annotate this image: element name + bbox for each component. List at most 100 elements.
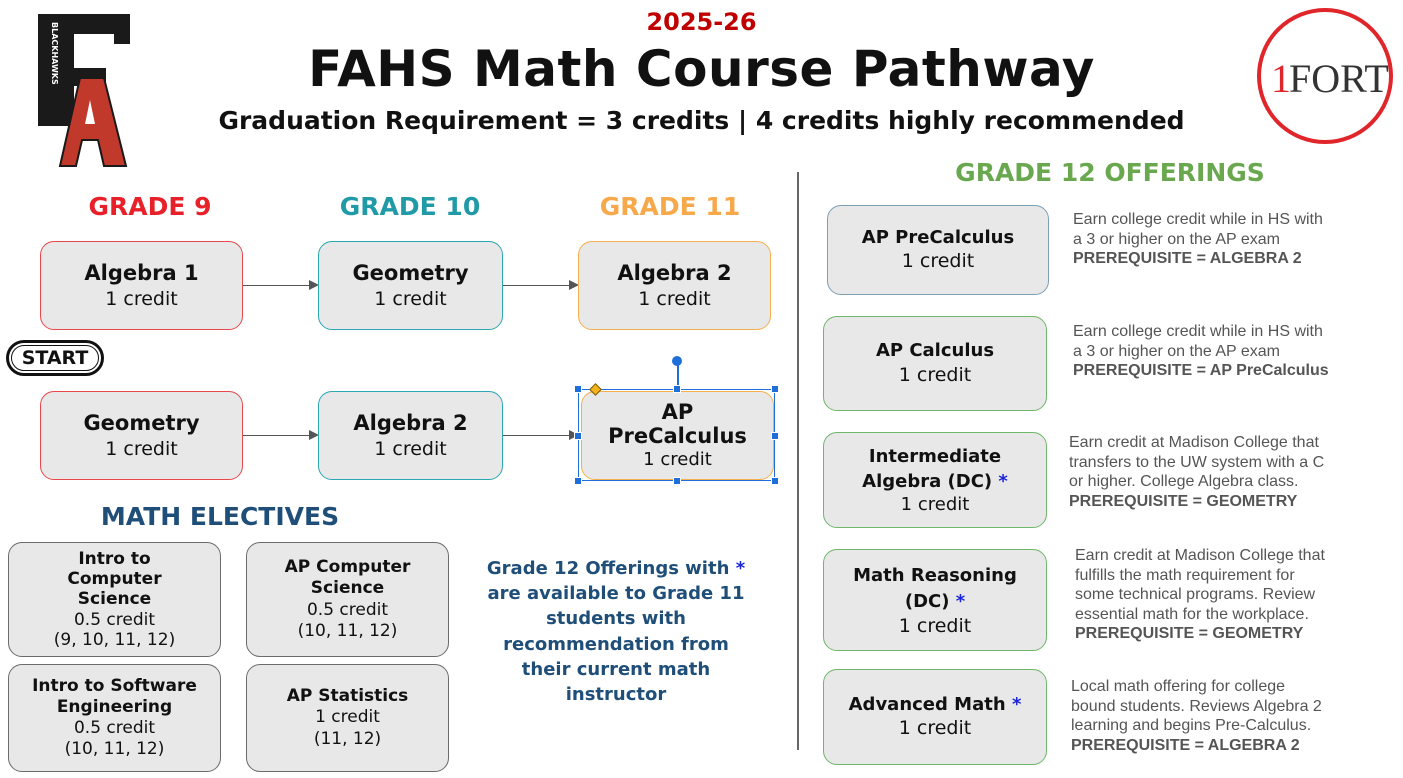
selection-frame bbox=[578, 389, 775, 481]
grade12-ap-precalculus: AP PreCalculus 1 credit bbox=[827, 205, 1049, 295]
grade12-ap-precalculus-description: Earn college credit while in HS with a 3… bbox=[1073, 210, 1398, 269]
course-name: PreCalculus bbox=[608, 423, 747, 448]
grade12-advanced-math-description: Local math offering for college bound st… bbox=[1071, 677, 1396, 755]
desc-line: fulfills the math requirement for bbox=[1075, 566, 1295, 584]
rotate-handle-line bbox=[677, 362, 679, 389]
note-line: Grade 12 Offerings with bbox=[486, 558, 730, 579]
prerequisite: PREREQUISITE = ALGEBRA 2 bbox=[1071, 736, 1300, 754]
grade-11-heading: GRADE 11 bbox=[599, 192, 741, 221]
elective-credit: 0.5 credit bbox=[73, 609, 156, 630]
fort-logo-mark: 1 bbox=[1271, 56, 1291, 101]
elective-grades: (11, 12) bbox=[313, 728, 382, 749]
grade12-ap-calculus-description: Earn college credit while in HS with a 3… bbox=[1073, 322, 1398, 381]
prerequisite: PREREQUISITE = ALGEBRA 2 bbox=[1073, 250, 1302, 268]
course-name-with-star: Algebra (DC) * bbox=[862, 470, 1008, 493]
page-title: FAHS Math Course Pathway bbox=[308, 40, 1095, 98]
resize-handle-sw[interactable] bbox=[574, 477, 582, 485]
grade-11-eligibility-note: Grade 12 Offerings with * are available … bbox=[466, 556, 766, 707]
course-credit: 1 credit bbox=[105, 437, 178, 460]
grade12-intermediate-algebra-description: Earn credit at Madison College that tran… bbox=[1069, 433, 1399, 511]
note-line: their current math bbox=[521, 658, 711, 680]
course-credit: 1 credit bbox=[643, 448, 712, 470]
course-name: Algebra 2 bbox=[617, 260, 732, 285]
course-name: (DC) bbox=[904, 590, 950, 612]
elective-name: AP Computer bbox=[284, 557, 411, 577]
course-box-geometry: Geometry 1 credit bbox=[318, 241, 503, 330]
course-name: Advanced Math bbox=[848, 693, 1006, 715]
grade12-intermediate-algebra: Intermediate Algebra (DC) * 1 credit bbox=[823, 432, 1047, 528]
resize-handle-nw[interactable] bbox=[574, 385, 582, 393]
asterisk-marker: * bbox=[1011, 693, 1022, 715]
resize-handle-e[interactable] bbox=[771, 432, 779, 440]
course-credit: 1 credit bbox=[105, 287, 178, 310]
course-name: Algebra 2 bbox=[353, 410, 468, 435]
course-credit: 1 credit bbox=[898, 614, 972, 637]
elective-name: Intro to bbox=[78, 548, 151, 569]
grade-10-heading: GRADE 10 bbox=[339, 192, 481, 221]
elective-name: AP Statistics bbox=[286, 686, 409, 707]
asterisk-marker: * bbox=[998, 470, 1008, 492]
fort-logo: 1 FORT bbox=[1257, 8, 1393, 144]
course-box-geometry-accelerated: Geometry 1 credit bbox=[40, 391, 243, 480]
arrow-connector bbox=[243, 430, 319, 440]
resize-handle-w[interactable] bbox=[574, 432, 582, 440]
elective-intro-software-engineering: Intro to Software Engineering 0.5 credit… bbox=[8, 664, 221, 772]
desc-line: Earn college credit while in HS with bbox=[1073, 211, 1323, 228]
electives-heading: MATH ELECTIVES bbox=[100, 502, 340, 531]
resize-handle-se[interactable] bbox=[771, 477, 779, 485]
course-name: Algebra 1 bbox=[84, 260, 199, 285]
desc-line: some technical programs. Review bbox=[1075, 586, 1316, 604]
desc-line: learning and begins Pre-Calculus. bbox=[1071, 717, 1312, 735]
asterisk-marker: * bbox=[735, 558, 746, 579]
elective-name: Intro to Software bbox=[32, 675, 197, 696]
grade12-math-reasoning: Math Reasoning (DC) * 1 credit bbox=[823, 549, 1047, 651]
resize-handle-s[interactable] bbox=[673, 477, 681, 485]
prerequisite: PREREQUISITE = GEOMETRY bbox=[1075, 625, 1304, 643]
course-name-with-star: (DC) * bbox=[905, 589, 965, 614]
prerequisite: PREREQUISITE = AP PreCalculus bbox=[1073, 362, 1329, 380]
elective-grades: (10, 11, 12) bbox=[64, 739, 165, 760]
course-name: Intermediate bbox=[868, 445, 1002, 467]
rotate-handle[interactable] bbox=[672, 356, 682, 366]
page-subtitle: Graduation Requirement = 3 credits | 4 c… bbox=[218, 106, 1185, 135]
course-name: Algebra (DC) bbox=[862, 470, 993, 492]
arrow-connector bbox=[503, 280, 579, 290]
arrow-connector bbox=[503, 430, 579, 440]
course-name: AP bbox=[661, 399, 694, 424]
desc-line: Earn credit at Madison College that bbox=[1075, 547, 1325, 564]
desc-line: Local math offering for college bbox=[1071, 678, 1286, 695]
elective-name: Engineering bbox=[56, 696, 173, 717]
elective-credit: 1 credit bbox=[315, 707, 380, 728]
desc-line: a 3 or higher on the AP exam bbox=[1073, 342, 1280, 360]
resize-handle-ne[interactable] bbox=[771, 385, 779, 393]
course-box-algebra-2-accelerated: Algebra 2 1 credit bbox=[318, 391, 503, 480]
note-line: students with bbox=[546, 608, 686, 630]
asterisk-marker: * bbox=[955, 590, 966, 612]
elective-name: Science bbox=[310, 578, 385, 599]
elective-name: Computer bbox=[67, 568, 162, 589]
note-line: instructor bbox=[565, 683, 667, 705]
desc-line: Earn college credit while in HS with bbox=[1073, 323, 1323, 340]
elective-credit: 0.5 credit bbox=[73, 718, 156, 738]
course-box-algebra-1: Algebra 1 1 credit bbox=[40, 241, 243, 330]
course-credit: 1 credit bbox=[638, 287, 711, 310]
course-credit: 1 credit bbox=[901, 250, 975, 273]
elective-grades: (10, 11, 12) bbox=[297, 620, 398, 641]
elective-grades: (9, 10, 11, 12) bbox=[53, 630, 176, 651]
arrow-connector bbox=[243, 280, 319, 290]
note-line: are available to Grade 11 bbox=[487, 583, 745, 605]
course-credit: 1 credit bbox=[374, 287, 447, 310]
desc-line: a 3 or higher on the AP exam bbox=[1073, 230, 1280, 248]
desc-line: bound students. Reviews Algebra 2 bbox=[1071, 697, 1322, 715]
grade12-math-reasoning-description: Earn credit at Madison College that fulf… bbox=[1075, 546, 1400, 644]
resize-handle-n[interactable] bbox=[673, 385, 681, 393]
desc-line: or higher. College Algebra class. bbox=[1069, 473, 1299, 491]
course-name: AP PreCalculus bbox=[861, 226, 1015, 248]
grade-12-heading: GRADE 12 OFFERINGS bbox=[955, 158, 1265, 187]
desc-line: essential math for the workplace. bbox=[1075, 605, 1309, 623]
elective-ap-computer-science: AP Computer Science 0.5 credit (10, 11, … bbox=[246, 542, 449, 657]
column-divider bbox=[797, 172, 799, 750]
blackhawks-logo-text: BLACKHAWKS bbox=[50, 22, 59, 85]
desc-line: Earn credit at Madison College that bbox=[1069, 434, 1319, 451]
grade12-ap-calculus: AP Calculus 1 credit bbox=[823, 316, 1047, 411]
